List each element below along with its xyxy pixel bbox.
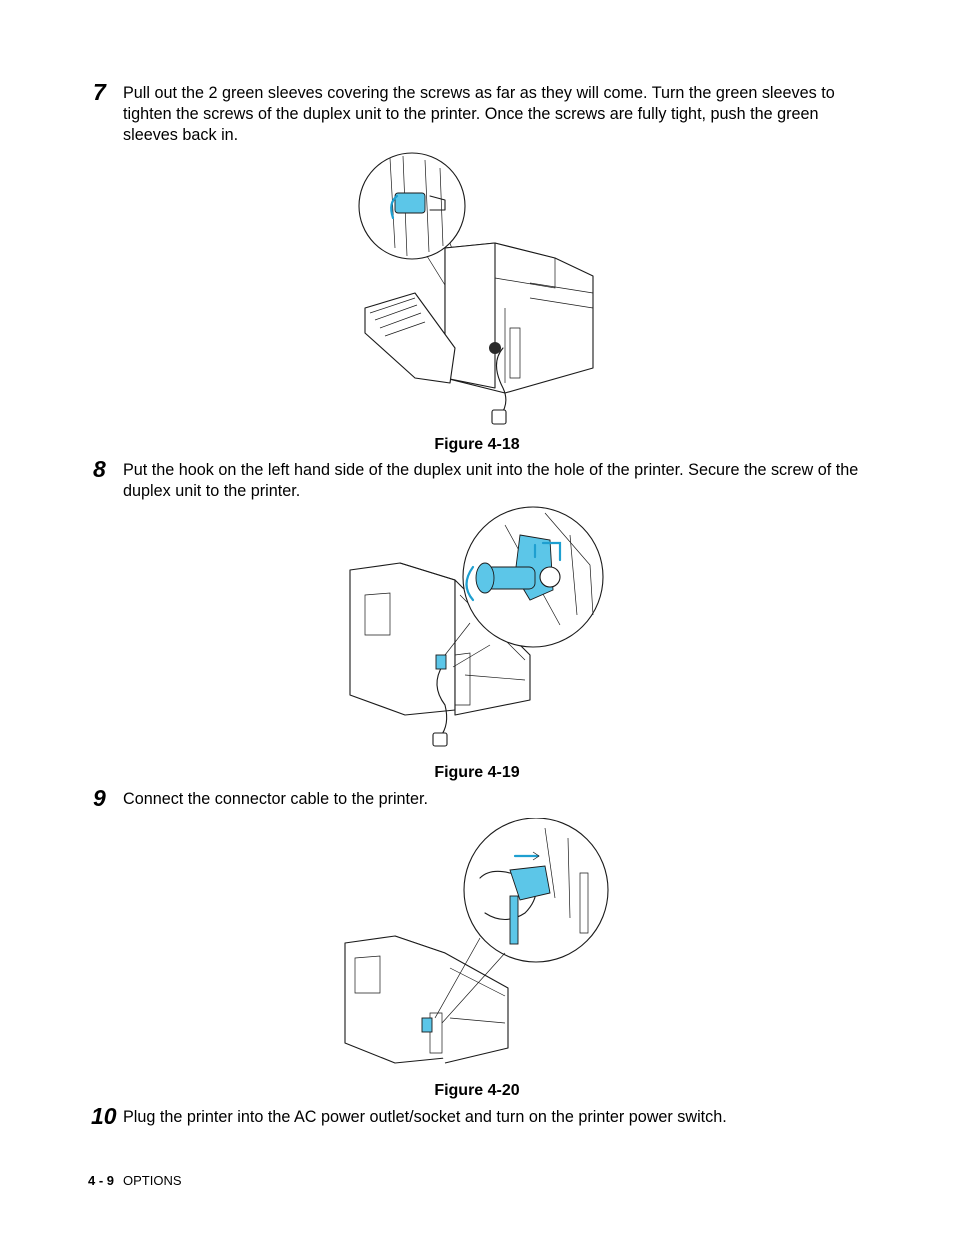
step-number: 8	[93, 456, 106, 482]
step-number: 9	[93, 785, 106, 811]
step-text: Put the hook on the left hand side of th…	[123, 461, 859, 500]
step-text: Connect the connector cable to the print…	[123, 790, 429, 808]
figure-4-18-illustration	[355, 148, 600, 433]
page-footer: 4 - 9 OPTIONS	[88, 1173, 182, 1189]
step-number: 10	[91, 1103, 117, 1129]
figure-caption: Figure 4-20	[434, 1082, 520, 1099]
figure-caption: Figure 4-19	[434, 764, 520, 781]
figure-4-19-illustration	[345, 505, 610, 750]
step-number: 7	[93, 79, 106, 105]
figure-4-20-illustration	[340, 818, 615, 1073]
step-text: Plug the printer into the AC power outle…	[123, 1108, 727, 1126]
figure-caption: Figure 4-18	[434, 436, 520, 453]
step-text: Pull out the 2 green sleeves covering th…	[123, 84, 835, 144]
section-name: OPTIONS	[123, 1173, 182, 1188]
page-number: 4 - 9	[88, 1173, 115, 1188]
